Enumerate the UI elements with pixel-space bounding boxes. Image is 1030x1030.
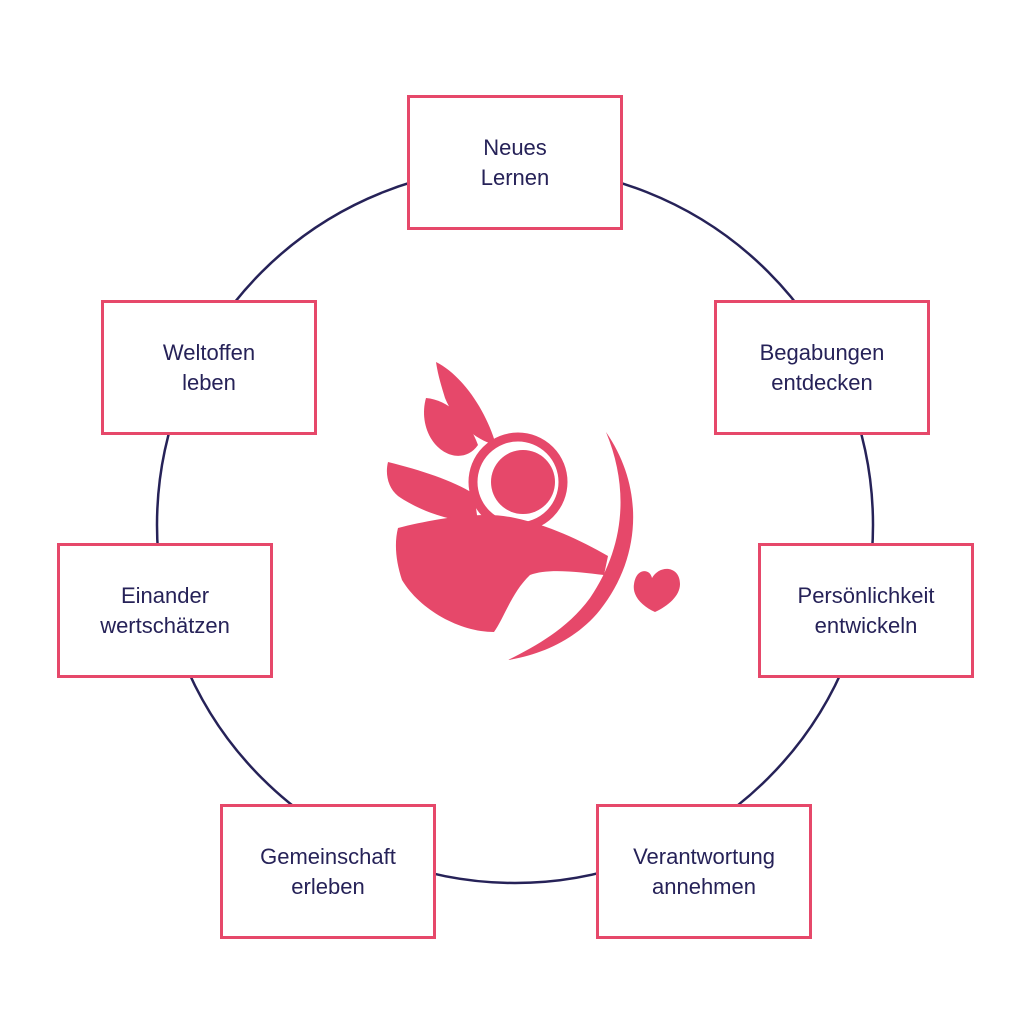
value-label-line1: Neues (483, 134, 547, 160)
bow (508, 432, 634, 660)
heart (633, 568, 680, 612)
value-box-neues-lernen: Neues Lernen (407, 95, 623, 230)
value-label-line2: annehmen (652, 873, 756, 899)
value-label-line1: Begabungen (759, 339, 885, 365)
value-box-weltoffen-leben: Weltoffen leben (101, 300, 317, 435)
value-box-persoenlichkeit-entwickeln: Persönlichkeit entwickeln (758, 543, 974, 678)
value-label-line2: wertschätzen (100, 612, 230, 638)
value-box-begabungen-entdecken: Begabungen entdecken (714, 300, 930, 435)
value-label-line1: Einander (120, 582, 210, 608)
wing-lower (386, 462, 478, 522)
value-label-line1: Weltoffen (162, 339, 256, 365)
value-label-line2: erleben (291, 873, 365, 899)
value-label-line1: Verantwortung (633, 843, 775, 869)
value-label-line2: Lernen (480, 164, 550, 190)
wing-upper-feather (436, 362, 496, 445)
head (491, 450, 555, 514)
wing-middle-feather (424, 398, 478, 456)
value-label-line1: Persönlichkeit (797, 582, 935, 608)
value-label-line2: entdecken (771, 369, 873, 395)
cupid-logo-icon (386, 362, 680, 660)
value-box-verantwortung-annehmen: Verantwortung annehmen (596, 804, 812, 939)
body (395, 515, 608, 632)
value-box-gemeinschaft-erleben: Gemeinschaft erleben (220, 804, 436, 939)
value-label-line1: Gemeinschaft (260, 843, 396, 869)
value-label-line2: entwickeln (814, 612, 918, 638)
value-box-einander-wertschaetzen: Einander wertschätzen (57, 543, 273, 678)
value-label-line2: leben (182, 369, 236, 395)
